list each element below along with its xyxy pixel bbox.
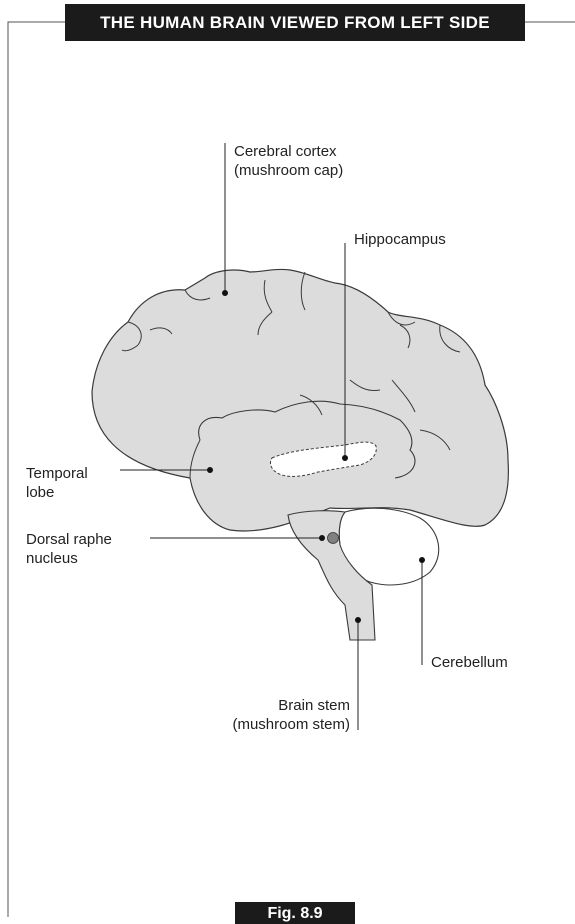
label-cerebellum: Cerebellum [431, 653, 508, 672]
label-temporal-lobe: Temporal lobe [26, 464, 88, 502]
label-hippocampus: Hippocampus [354, 230, 446, 249]
diagram-title: THE HUMAN BRAIN VIEWED FROM LEFT SIDE [65, 4, 525, 41]
label-cerebral-cortex: Cerebral cortex (mushroom cap) [234, 142, 343, 180]
cerebrum-shape [92, 269, 508, 531]
dorsal-raphe-nucleus-dot [328, 533, 339, 544]
label-brain-stem: Brain stem (mushroom stem) [205, 696, 350, 734]
figure-label: Fig. 8.9 [235, 902, 355, 924]
label-dorsal-raphe-nucleus: Dorsal raphe nucleus [26, 530, 112, 568]
